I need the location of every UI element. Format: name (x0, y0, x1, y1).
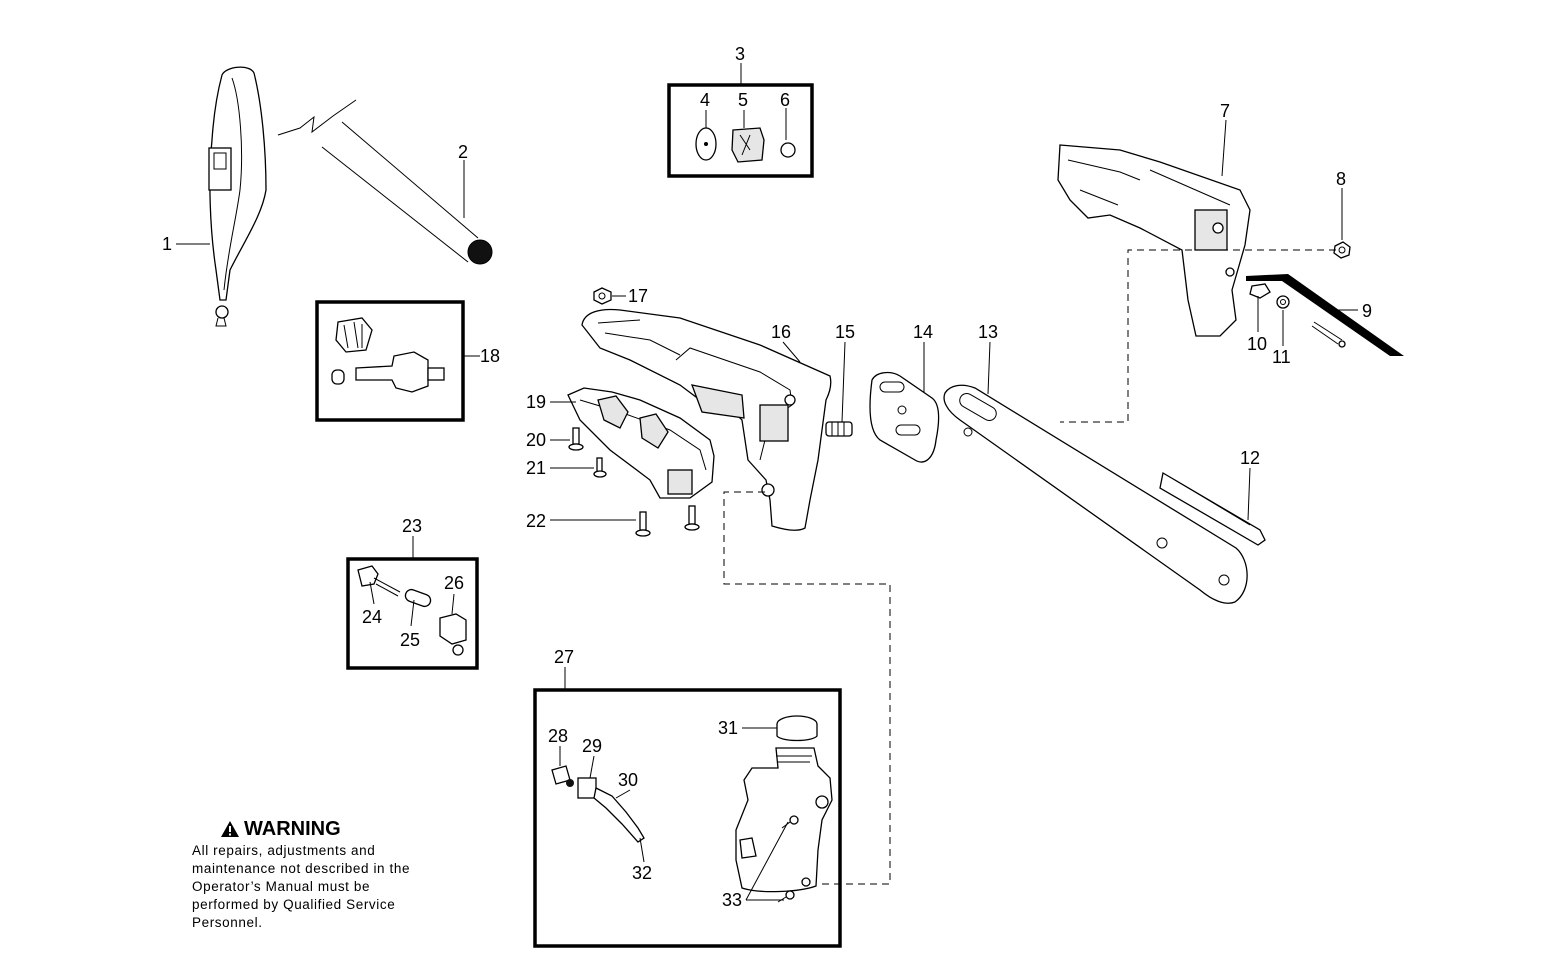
part-14-plate (869, 371, 940, 463)
callout-28: 28 (548, 726, 568, 746)
callout-17: 17 (628, 286, 648, 306)
callout-2: 2 (458, 142, 468, 162)
callout-23: 23 (402, 516, 422, 536)
callout-6: 6 (780, 90, 790, 110)
callout-3: 3 (735, 44, 745, 64)
part-16-cover (581, 308, 832, 531)
part-1-shoulder-strap (208, 66, 267, 327)
callout-8: 8 (1336, 169, 1346, 189)
warning-triangle-icon (221, 821, 239, 837)
part-10-11-fasteners (1249, 283, 1290, 309)
callout-30: 30 (618, 770, 638, 790)
warning-text: All repairs, adjustments and maintenance… (192, 843, 411, 930)
part-23-kit-box (346, 557, 479, 670)
callout-31: 31 (718, 718, 738, 738)
callout-1: 1 (162, 234, 172, 254)
callout-21: 21 (526, 458, 546, 478)
part-17-nut (593, 287, 612, 305)
callout-4: 4 (700, 90, 710, 110)
callout-32: 32 (632, 863, 652, 883)
callout-labels: 1 2 3 4 5 6 7 8 9 10 11 12 13 14 15 16 1… (162, 44, 1372, 910)
leader-lines (176, 63, 1358, 901)
dashed-line-tank (723, 491, 891, 885)
callout-14: 14 (913, 322, 933, 342)
callout-10: 10 (1247, 334, 1267, 354)
part-27-kit-box (533, 688, 842, 948)
part-2-pole (277, 99, 493, 265)
callout-15: 15 (835, 322, 855, 342)
callout-16: 16 (771, 322, 791, 342)
callout-7: 7 (1220, 101, 1230, 121)
callout-13: 13 (978, 322, 998, 342)
screws-20-22 (568, 427, 700, 537)
callout-11: 11 (1272, 347, 1291, 367)
part-7-housing (1057, 144, 1251, 337)
part-18-kit-box (315, 300, 465, 422)
callout-27: 27 (554, 647, 574, 667)
part-19-gearbox (567, 387, 715, 499)
callout-24: 24 (362, 607, 382, 627)
part-8-nut (1333, 241, 1351, 259)
part-3-kit-box (667, 83, 814, 178)
callout-5: 5 (738, 90, 748, 110)
callout-29: 29 (582, 736, 602, 756)
warning-title-text: WARNING (244, 818, 341, 840)
warning-notice: WARNING All repairs, adjustments and mai… (192, 818, 432, 932)
callout-9: 9 (1362, 301, 1372, 321)
warning-title: WARNING (220, 818, 432, 840)
part-9-bracket (1246, 274, 1404, 356)
part-13-guide-bar (943, 384, 1248, 604)
callout-22: 22 (526, 511, 546, 531)
callout-26: 26 (444, 573, 464, 593)
part-15-stud (825, 421, 853, 437)
callout-12: 12 (1240, 448, 1260, 468)
part-12-chain (1159, 471, 1266, 546)
callout-18: 18 (480, 346, 500, 366)
dashed-line-housing-bar (1060, 249, 1336, 423)
callout-20: 20 (526, 430, 546, 450)
callout-25: 25 (400, 630, 420, 650)
callout-19: 19 (526, 392, 546, 412)
callout-33: 33 (722, 890, 742, 910)
